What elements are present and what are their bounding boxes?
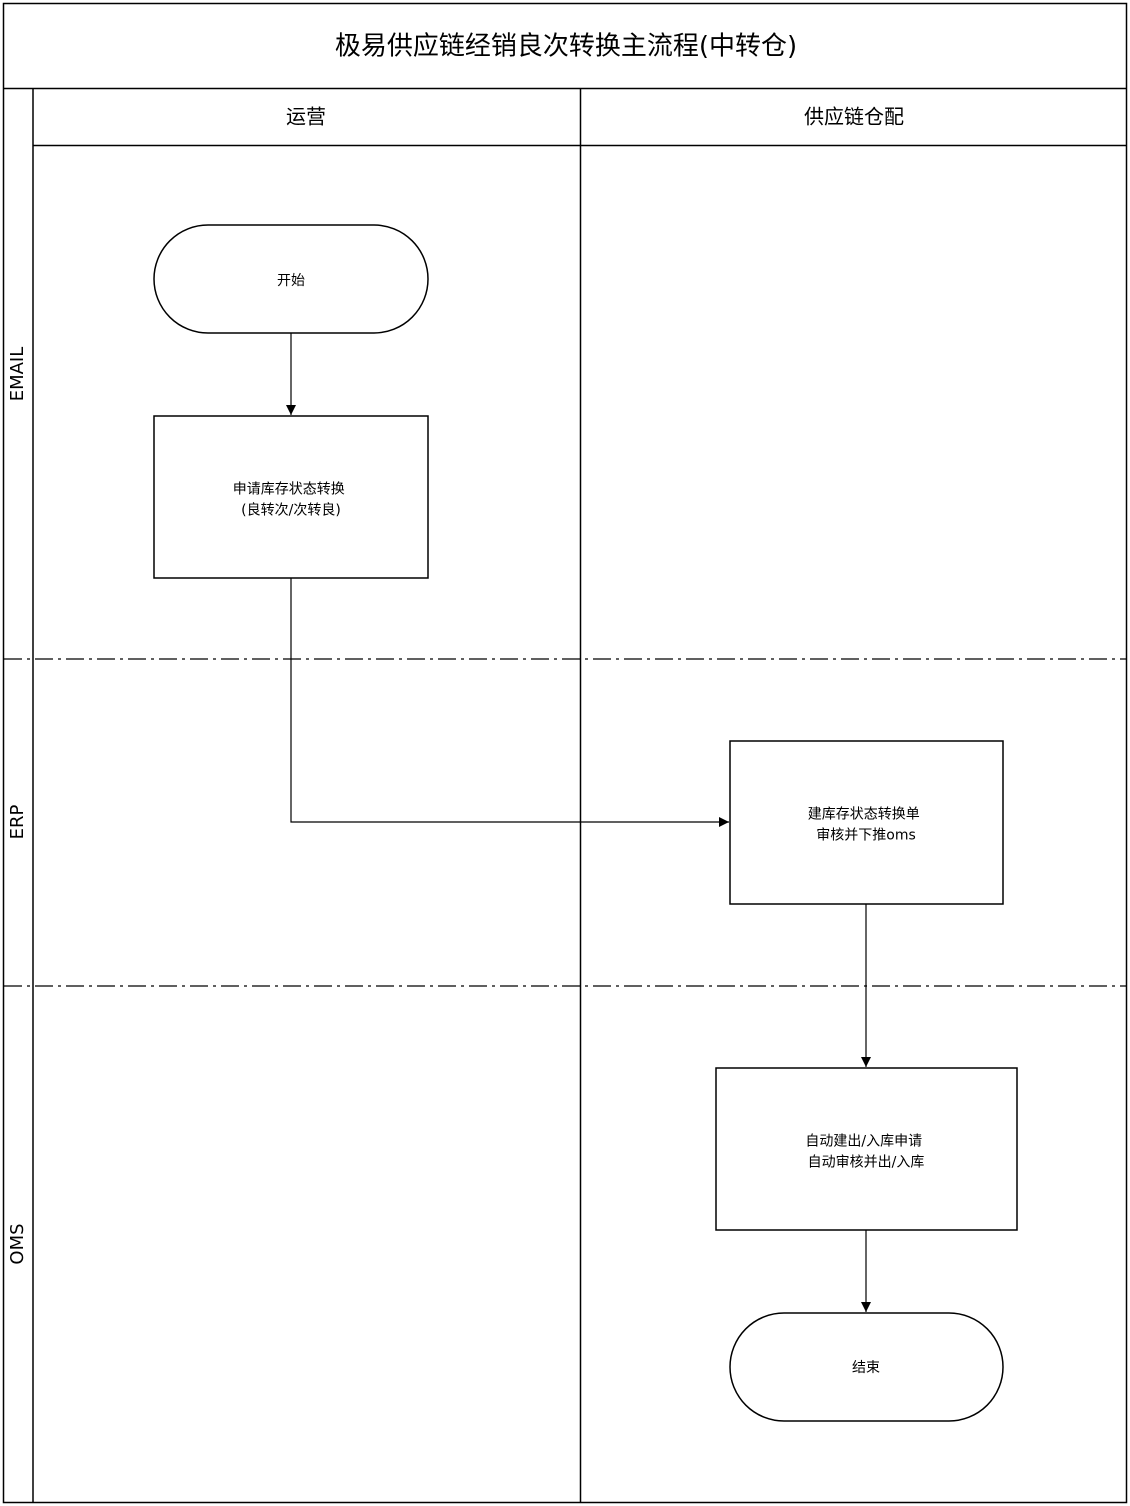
auto-label-line-1: 自动建出/入库申请: [805, 1134, 922, 1150]
node-build: 建库存状态转换单 审核并下推oms: [729, 740, 1004, 905]
diagram-title: 极易供应链经销良次转换主流程(中转仓): [335, 32, 797, 62]
apply-label-line-2: (良转次/次转良): [241, 503, 341, 519]
build-label-line-2: 审核并下推oms: [816, 828, 916, 844]
end-label-line-1: 结束: [852, 1360, 880, 1376]
build-label: 建库存状态转换单 审核并下推oms: [808, 806, 924, 844]
apply-label-line-1: 申请库存状态转换: [233, 481, 345, 498]
row-label-email: EMAIL: [7, 347, 28, 402]
lane-header-ops: 运营: [286, 105, 326, 129]
auto-label: 自动建出/入库申请 自动审核并出/入库: [805, 1134, 926, 1171]
row-label-erp: ERP: [7, 804, 28, 839]
start-label-line-1: 开始: [277, 273, 305, 289]
row-label-oms: OMS: [7, 1223, 28, 1264]
build-process-box: [729, 740, 1004, 905]
node-apply: 申请库存状态转换 (良转次/次转良): [153, 415, 429, 579]
apply-label: 申请库存状态转换 (良转次/次转良): [233, 481, 349, 519]
auto-label-line-2: 自动审核并出/入库: [808, 1155, 925, 1171]
node-auto: 自动建出/入库申请 自动审核并出/入库: [715, 1067, 1018, 1231]
auto-process-box: [715, 1067, 1018, 1231]
node-start: 开始: [153, 224, 429, 334]
start-terminator-shape: [153, 224, 429, 334]
end-terminator-shape: [729, 1312, 1004, 1422]
end-label: 结束: [852, 1360, 880, 1376]
apply-process-box: [153, 415, 429, 579]
node-end: 结束: [729, 1312, 1004, 1422]
connector-apply-to-build: [290, 578, 729, 827]
start-label: 开始: [277, 273, 305, 289]
build-label-line-1: 建库存状态转换单: [808, 806, 920, 823]
lane-header-supply: 供应链仓配: [804, 105, 904, 129]
